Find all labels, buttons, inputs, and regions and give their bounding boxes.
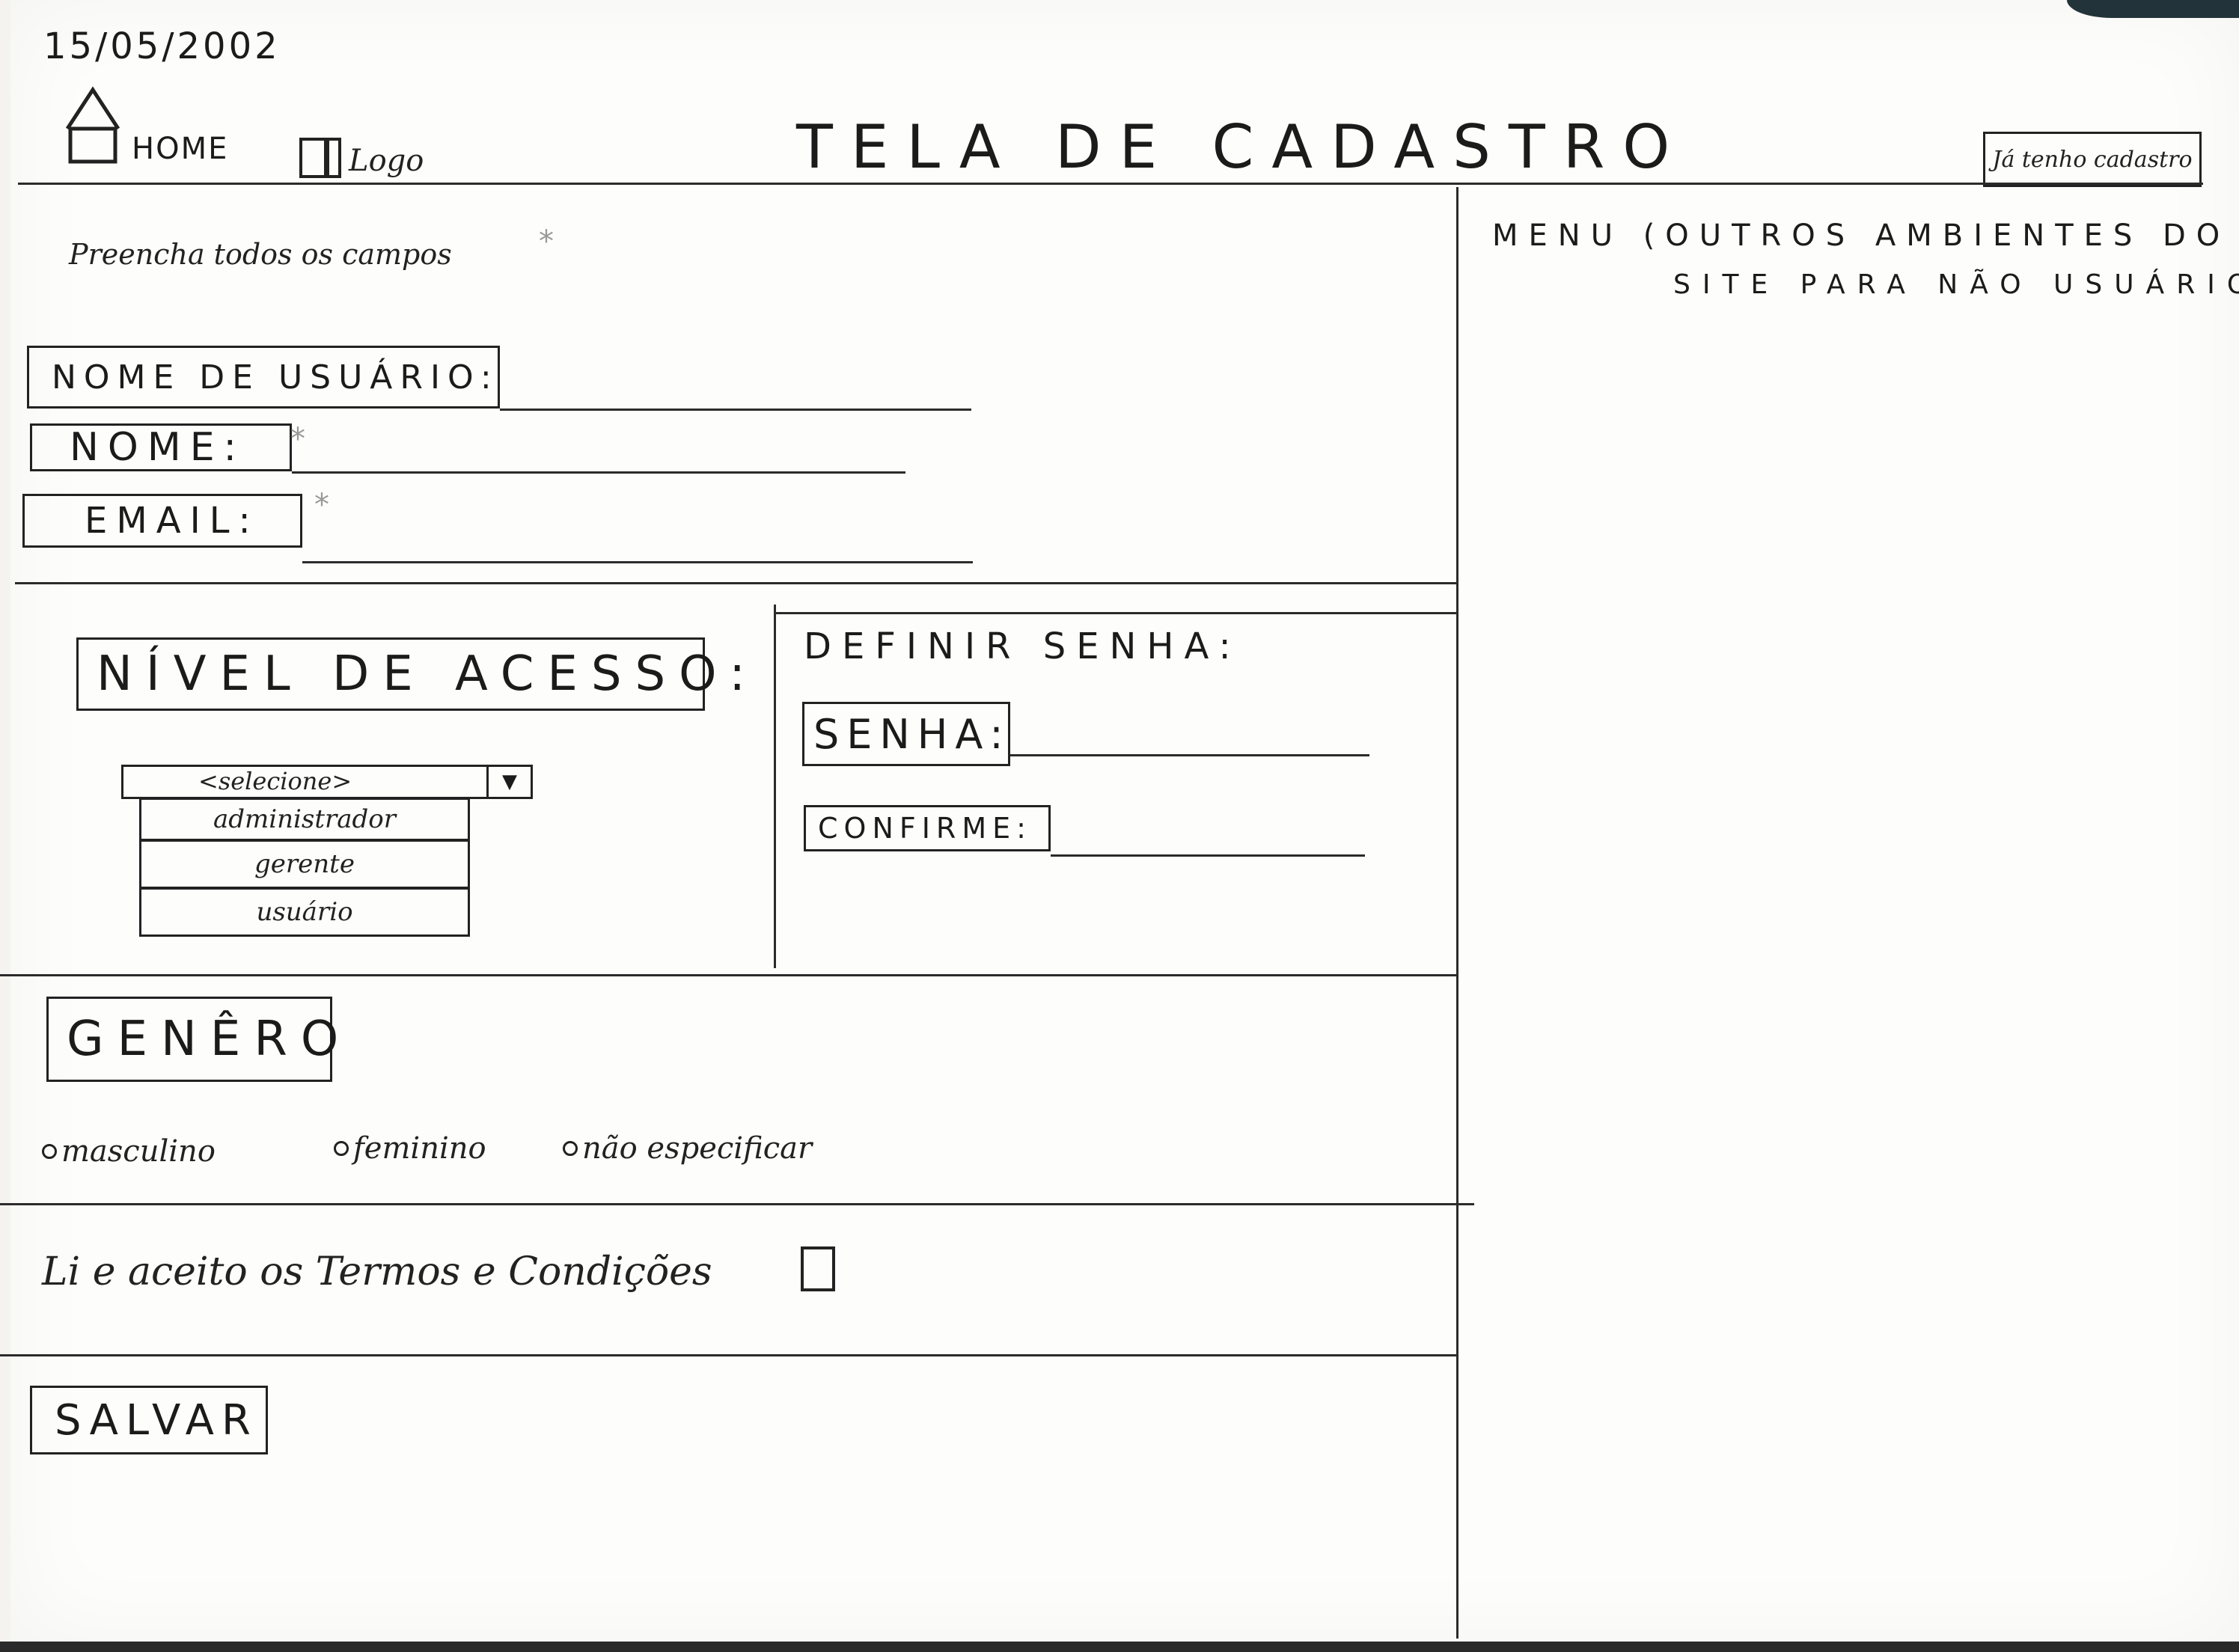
gender-section-divider xyxy=(0,1203,1474,1205)
email-label: EMAIL: xyxy=(22,494,302,548)
logo-label: Logo xyxy=(349,144,424,178)
password-top-divider xyxy=(774,612,1456,614)
gender-option-label: feminino xyxy=(353,1131,486,1166)
email-input[interactable] xyxy=(302,561,973,563)
menu-subtitle: SITE PARA NÃO USUÁRIOS) xyxy=(1673,269,2239,300)
gender-option-label: não especificar xyxy=(582,1131,813,1166)
required-asterisk: * xyxy=(539,224,554,259)
username-label: NOME DE USUÁRIO: xyxy=(27,346,500,409)
radio-icon[interactable] xyxy=(334,1141,349,1156)
password-section-title: DEFINIR SENHA: xyxy=(804,625,1241,667)
name-label: NOME: xyxy=(30,423,292,471)
header-divider xyxy=(18,183,2203,185)
confirm-password-label: CONFIRME: xyxy=(804,805,1051,851)
access-section-divider xyxy=(0,974,1456,976)
chevron-down-icon[interactable]: ▼ xyxy=(486,767,531,797)
gender-label: GENÊRO xyxy=(46,997,338,1082)
terms-checkbox[interactable] xyxy=(801,1246,835,1291)
access-option-usuario[interactable]: usuário xyxy=(139,887,470,937)
password-label: SENHA: xyxy=(802,702,1010,766)
background-corner xyxy=(2067,0,2239,18)
email-required-asterisk: * xyxy=(314,488,329,522)
menu-title: MENU (OUTROS AMBIENTES DO xyxy=(1492,218,2231,253)
access-level-selected: <selecione> xyxy=(198,767,352,795)
access-level-select[interactable]: <selecione> ▼ xyxy=(121,765,533,799)
identity-section-divider xyxy=(15,582,1456,584)
logo-icon xyxy=(299,138,341,178)
paper-sheet xyxy=(10,0,2239,1642)
username-input[interactable] xyxy=(500,409,971,411)
page-title: TELA DE CADASTRO xyxy=(796,112,1688,182)
instructions-text: Preencha todos os campos xyxy=(69,238,452,271)
radio-icon[interactable] xyxy=(42,1144,57,1159)
password-column-divider xyxy=(774,605,776,968)
home-icon[interactable] xyxy=(63,84,123,166)
save-button[interactable]: SALVAR xyxy=(30,1386,268,1454)
terms-section-divider xyxy=(0,1354,1456,1356)
background-bottom-edge xyxy=(0,1642,2239,1652)
access-option-gerente[interactable]: gerente xyxy=(139,839,470,889)
date-text: 15/05/2002 xyxy=(43,25,281,67)
access-level-label: NÍVEL DE ACESSO: xyxy=(76,637,745,711)
radio-icon[interactable] xyxy=(563,1141,578,1156)
access-option-administrador[interactable]: administrador xyxy=(139,798,470,841)
menu-column-divider xyxy=(1456,187,1458,1639)
already-registered-label: Já tenho cadastro xyxy=(1992,146,2193,173)
gender-option-masculino[interactable]: masculino xyxy=(42,1134,216,1169)
gender-option-label: masculino xyxy=(61,1134,216,1169)
gender-option-feminino[interactable]: feminino xyxy=(334,1131,486,1166)
password-input[interactable] xyxy=(1010,754,1369,756)
terms-label: Li e aceito os Termos e Condições xyxy=(42,1249,712,1294)
confirm-password-input[interactable] xyxy=(1051,854,1365,857)
name-required-asterisk: * xyxy=(290,422,305,456)
already-registered-button[interactable]: Já tenho cadastro xyxy=(1983,132,2202,187)
name-input[interactable] xyxy=(292,471,905,474)
gender-option-nao-especificar[interactable]: não especificar xyxy=(563,1131,812,1166)
home-link[interactable]: HOME xyxy=(132,132,229,166)
